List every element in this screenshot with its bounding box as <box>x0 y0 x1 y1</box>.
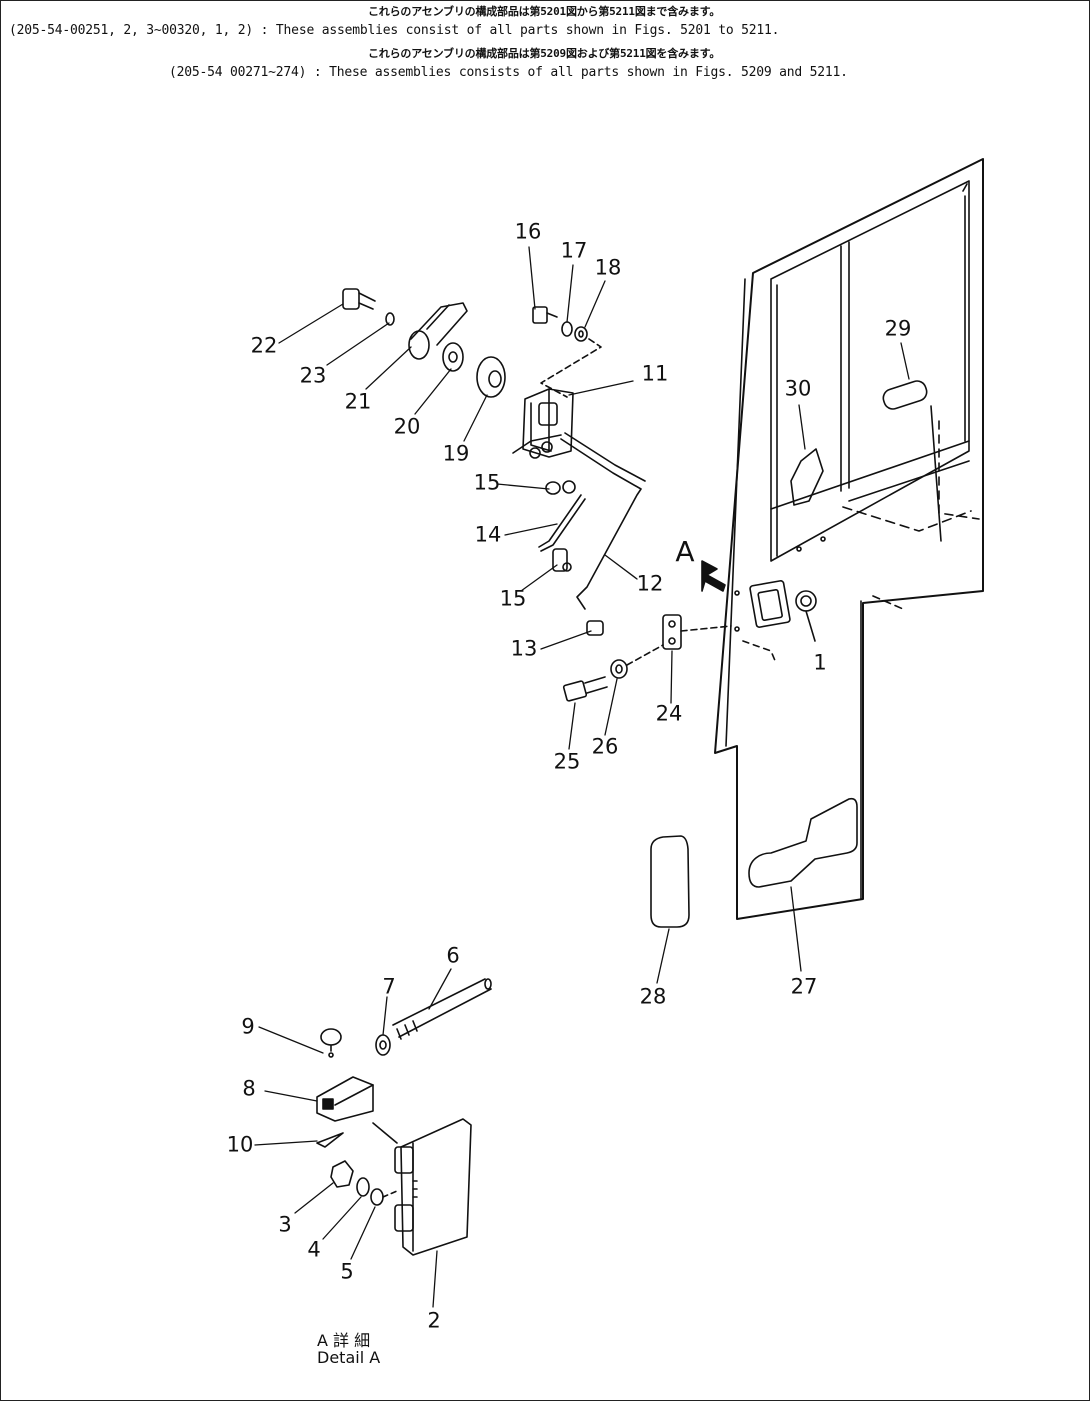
detail-a-caption-japanese: A 詳 細 <box>317 1331 371 1350</box>
rod-part-12 <box>561 433 645 609</box>
callout-20: 20 <box>393 414 421 439</box>
screw-part-22 <box>343 289 375 309</box>
callout-9: 9 <box>241 1014 255 1039</box>
washer-part-7 <box>376 1035 390 1055</box>
clip-part-15-upper <box>546 481 575 494</box>
callout-27: 27 <box>790 974 818 999</box>
grommet-part-19 <box>477 357 505 397</box>
pin-part-10 <box>317 1133 343 1147</box>
leader-lines <box>255 247 909 1307</box>
pad-part-30 <box>791 449 823 505</box>
callout-8: 8 <box>242 1076 256 1101</box>
callout-29: 29 <box>884 316 912 341</box>
door-panel <box>715 159 983 919</box>
callout-21: 21 <box>344 389 372 414</box>
header-note-2-english: (205-54 00271~274) : These assemblies co… <box>169 65 848 80</box>
pin-part-6 <box>393 979 491 1039</box>
callout-3: 3 <box>278 1212 292 1237</box>
header-note-2-japanese: これらのアセンブリの構成部品は第5209図および第5211図を含みます。 <box>368 47 721 60</box>
callout-14: 14 <box>474 522 502 547</box>
header-note-1-english: (205-54-00251, 2, 3~00320, 1, 2) : These… <box>9 23 780 38</box>
latch-assembly-part-11 <box>513 389 573 458</box>
callout-16: 16 <box>514 219 542 244</box>
washer-part-17 <box>562 322 572 336</box>
callout-7: 7 <box>382 974 396 999</box>
view-label-a: A <box>675 535 695 568</box>
clip-part-13 <box>587 621 603 635</box>
callout-15-lower: 15 <box>499 586 527 611</box>
washer-part-4 <box>357 1178 369 1196</box>
washer-part-23 <box>386 313 394 325</box>
callout-4: 4 <box>307 1237 321 1262</box>
bolt-part-16 <box>533 307 557 323</box>
detail-a-caption-english: Detail A <box>317 1347 381 1367</box>
callout-23: 23 <box>299 363 327 388</box>
bracket-part-8 <box>317 1077 373 1121</box>
callout-25: 25 <box>553 749 581 774</box>
callout-26: 26 <box>591 734 619 759</box>
callout-19: 19 <box>442 441 470 466</box>
view-arrow-a <box>702 561 725 591</box>
callout-6: 6 <box>446 943 460 968</box>
callout-28: 28 <box>639 984 667 1009</box>
callout-11: 11 <box>641 361 669 386</box>
callout-5: 5 <box>340 1259 354 1284</box>
striker-part-24 <box>663 615 731 649</box>
callout-1: 1 <box>813 650 827 675</box>
detail-a-caption: A 詳 細 Detail A <box>317 1331 381 1367</box>
callout-18: 18 <box>594 255 622 280</box>
callout-24: 24 <box>655 701 683 726</box>
washer-part-5 <box>371 1189 397 1205</box>
panel-part-28 <box>651 836 689 927</box>
callout-13: 13 <box>510 636 538 661</box>
washer-part-18 <box>541 327 601 397</box>
hinge-part-2 <box>373 1119 471 1255</box>
callout-22: 22 <box>250 333 278 358</box>
lever-part-21 <box>409 303 467 359</box>
bolt-part-25 <box>563 677 607 701</box>
clip-part-15-lower <box>553 549 571 571</box>
header-note-1-japanese: これらのアセンブリの構成部品は第5201図から第5211図まで含みます。 <box>368 5 721 18</box>
callout-30: 30 <box>784 376 812 401</box>
knob-part-9 <box>321 1029 341 1057</box>
callout-10: 10 <box>226 1132 254 1157</box>
washer-part-26 <box>611 645 663 678</box>
washer-part-20 <box>443 343 463 371</box>
nut-part-3 <box>331 1161 353 1187</box>
panel-part-27 <box>749 799 857 887</box>
pad-part-29 <box>881 379 929 412</box>
door-handle-part-1 <box>750 580 816 641</box>
callout-15-upper: 15 <box>473 470 501 495</box>
rod-part-14 <box>539 495 585 551</box>
callout-2: 2 <box>427 1308 441 1333</box>
callout-12: 12 <box>636 571 664 596</box>
callout-17: 17 <box>560 238 588 263</box>
